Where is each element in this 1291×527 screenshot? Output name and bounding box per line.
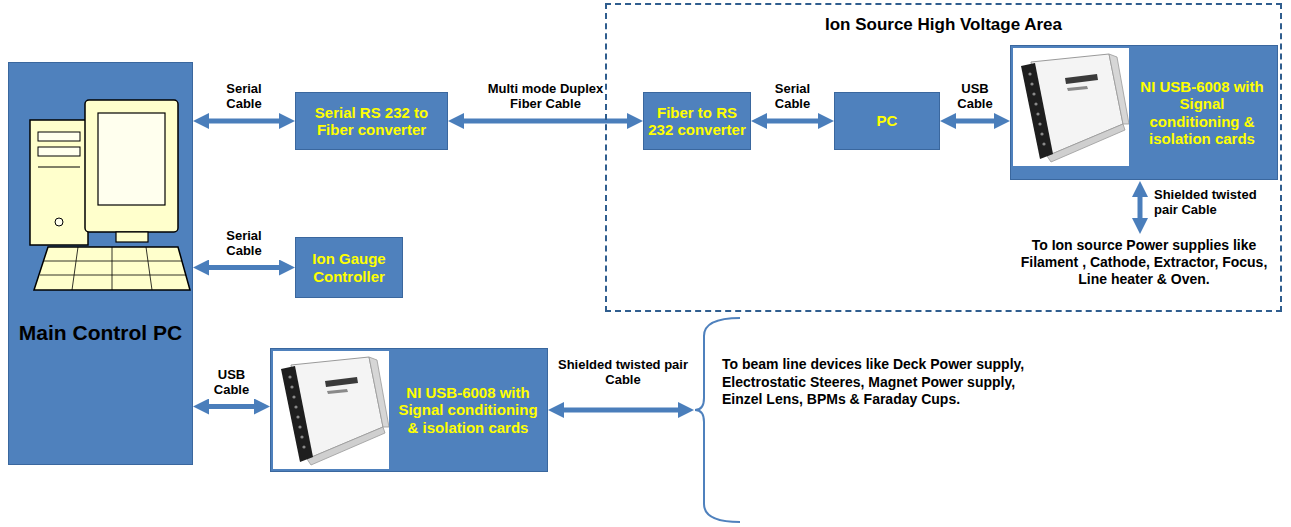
box-label: NI USB-6008 with Signal conditioning & i… — [1133, 78, 1271, 147]
box-label: NI USB-6008 with Signal conditioning & i… — [395, 384, 541, 436]
cable-label: Serial Cable — [218, 229, 270, 259]
cable-label: Shielded twisted pair Cable — [1154, 188, 1278, 218]
box-label: Ion Gauge Controller — [300, 250, 398, 285]
cable-arrow — [1138, 191, 1143, 224]
cable-arrow — [950, 119, 1000, 124]
converter-box: Fiber to RS 232 converter — [643, 92, 751, 150]
cable-label: Serial Cable — [218, 82, 270, 112]
converter-box: Serial RS 232 to Fiber converter — [295, 92, 448, 150]
cable-arrow — [761, 119, 824, 124]
cable-arrow — [203, 119, 285, 124]
area-title: Ion Source High Voltage Area — [611, 15, 1276, 35]
box-label: Main Control PC — [15, 321, 186, 345]
cable-label: Serial Cable — [767, 82, 819, 112]
computer-icon — [8, 62, 193, 312]
cable-arrow — [203, 265, 285, 270]
destination-note: To beam line devices like Deck Power sup… — [722, 356, 1052, 409]
cable-label: Multi mode Duplex Fiber Cable — [471, 82, 621, 112]
pc-box: PC — [834, 92, 940, 150]
control-pc-box: Main Control PC — [8, 62, 193, 465]
cable-label: USB Cable — [953, 82, 998, 112]
cable-arrow — [203, 404, 260, 409]
daq-box: NI USB-6008 with Signal conditioning & i… — [1010, 45, 1278, 180]
cable-label: USB Cable — [209, 368, 254, 398]
destination-note: To Ion source Power supplies like Filame… — [1008, 237, 1280, 287]
box-label: PC — [839, 112, 935, 129]
cable-arrow — [558, 408, 684, 413]
cable-label: Shielded twisted pair Cable — [556, 358, 690, 388]
daq-device-picture — [1013, 48, 1129, 166]
daq-device-picture — [273, 351, 389, 469]
box-label: Serial RS 232 to Fiber converter — [301, 104, 442, 139]
curly-bracket — [695, 318, 740, 522]
daq-box: NI USB-6008 with Signal conditioning & i… — [270, 348, 548, 472]
box-label: Fiber to RS 232 converter — [648, 104, 746, 139]
controller-box: Ion Gauge Controller — [295, 237, 403, 298]
